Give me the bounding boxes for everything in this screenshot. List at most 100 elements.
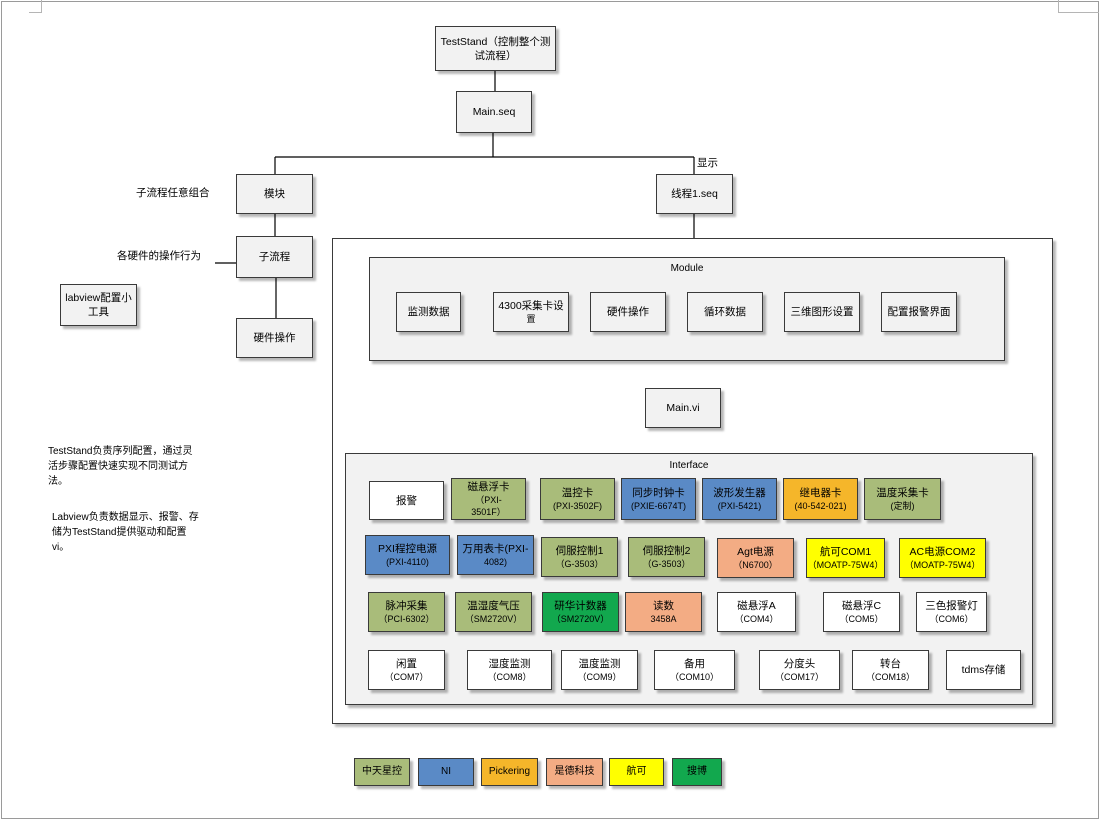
note-line: vi。	[52, 542, 70, 553]
display-label: 显示	[697, 157, 718, 169]
interface-item: 伺服控制1 （G-3503）	[541, 537, 618, 577]
interface-item-line1: 温湿度气压	[467, 600, 520, 612]
module-item: 循环数据	[687, 292, 763, 332]
hardware-op-label: 硬件操作	[253, 332, 296, 344]
legend-label: 航可	[626, 766, 647, 777]
thread-seq-label: 线程1.seq	[671, 188, 718, 200]
interface-item-line2: （COM6）	[929, 614, 974, 624]
module-item: 配置报警界面	[881, 292, 957, 332]
module-item-line1: 循环数据	[704, 306, 746, 318]
interface-item-line2: (PXI-3502F)	[552, 501, 603, 511]
module-panel-title: Module	[670, 263, 704, 274]
interface-item-line1: 温度监测	[578, 658, 621, 670]
note-line: 法。	[48, 476, 68, 487]
labview-tool-line1: labview配置小	[65, 292, 132, 304]
interface-item-line2: （COM17）	[774, 672, 824, 682]
module-item-line1: 配置报警界面	[887, 306, 951, 318]
main-vi-node: Main.vi	[645, 388, 721, 428]
interface-item-line1: 磁悬浮C	[841, 600, 882, 612]
interface-item-line2: （COM7）	[384, 672, 429, 682]
labview-tool-line2: 工具	[88, 306, 109, 318]
interface-item-line2: （COM9）	[577, 672, 622, 682]
module-item-line2: 置	[526, 314, 536, 324]
interface-item-line1: 闲置	[396, 658, 417, 670]
page-corner-mark	[29, 0, 42, 13]
interface-item: 闲置 （COM7）	[368, 650, 445, 690]
note-line: 储为TestStand提供驱动和配置	[52, 527, 187, 538]
interface-item: 脉冲采集 （PCI-6302）	[368, 592, 445, 632]
interface-item-line2: （COM5）	[839, 614, 884, 624]
interface-item-line1: 三色报警灯	[925, 600, 978, 612]
interface-item: 万用表卡(PXI-4082)	[457, 535, 534, 575]
teststand-line2: 试流程）	[474, 49, 517, 62]
interface-item-line2: （PCI-6302）	[378, 614, 435, 624]
interface-item-line2: 3458A	[650, 614, 677, 624]
interface-item: 温控卡 (PXI-3502F)	[540, 478, 615, 520]
legend-item: 是德科技	[546, 758, 603, 786]
interface-panel-title: Interface	[669, 460, 709, 471]
interface-item: tdms存储	[946, 650, 1021, 690]
interface-item-line1: 磁悬浮A	[737, 600, 776, 612]
subflow-label: 子流程	[258, 251, 291, 263]
interface-item: 湿度监测（COM8）	[467, 650, 552, 690]
labview-tool-node: labview配置小 工具	[60, 284, 137, 326]
interface-item-line2: (PXI-4110)	[386, 557, 429, 567]
page-corner-mark	[1058, 0, 1099, 13]
main-vi-label: Main.vi	[666, 402, 700, 414]
teststand-node: TestStand（控制整个测 试流程）	[435, 26, 556, 71]
interface-item-line3: 3501F）	[471, 507, 506, 517]
interface-item-line1: 研华计数器	[554, 600, 607, 612]
legend-label: Pickering	[488, 766, 531, 777]
interface-item-line2: （SM2720V）	[464, 614, 523, 624]
interface-item: 三色报警灯 （COM6）	[916, 592, 987, 632]
interface-item: 同步时钟卡(PXIE-6674T)	[621, 478, 696, 520]
legend-label: 中天星控	[362, 766, 402, 777]
interface-item: 继电器卡(40-542-021)	[783, 478, 858, 520]
interface-item-line1: 伺服控制2	[642, 545, 691, 557]
interface-item-line1: 温控卡	[561, 487, 594, 499]
interface-item-line1: PXI程控电源	[378, 543, 437, 555]
module-item: 硬件操作	[590, 292, 666, 332]
interface-item-line2: （MOATP-75W4）	[807, 560, 884, 570]
interface-item-line2: （COM18）	[865, 672, 915, 682]
interface-item-line2: （PXI-	[475, 495, 502, 505]
module-item: 三维图形设置	[784, 292, 860, 332]
interface-item-line1: 伺服控制1	[555, 545, 604, 557]
interface-item-line2: 4082)	[483, 557, 508, 567]
note-line: Labview负责数据显示、报警、存	[52, 512, 199, 523]
module-item-line1: 硬件操作	[607, 306, 649, 318]
note-line: 活步骤配置快速实现不同测试方	[48, 461, 188, 472]
legend-item: 搜博	[672, 758, 722, 786]
module-label: 模块	[264, 188, 285, 200]
legend-item: Pickering	[481, 758, 538, 786]
interface-item-line2: （G-3503）	[555, 559, 604, 569]
legend-label: 是德科技	[554, 766, 595, 777]
interface-item-line2: （MOATP-75W4）	[904, 560, 981, 570]
labview-note: Labview负责数据显示、报警、存 储为TestStand提供驱动和配置 vi…	[52, 510, 199, 555]
interface-item: 波形发生器(PXI-5421)	[702, 478, 777, 520]
interface-item-line1: 读数	[653, 600, 674, 612]
legend-item: NI	[418, 758, 474, 786]
hardware-op-node: 硬件操作	[236, 318, 313, 358]
subflow-node: 子流程	[236, 236, 313, 278]
interface-item-line2: (PXI-5421)	[717, 501, 762, 511]
interface-item-line2: （SM2720V）	[551, 614, 610, 624]
interface-item-line1: tdms存储	[961, 664, 1006, 676]
legend-label: 搜博	[687, 766, 707, 777]
interface-item-line1: 磁悬浮卡	[467, 481, 510, 493]
interface-item-line1: 脉冲采集	[385, 600, 428, 612]
interface-item: 转台（COM18）	[852, 650, 929, 690]
main-seq-node: Main.seq	[456, 91, 532, 133]
interface-item-line2: （G-3503）	[642, 559, 691, 569]
module-item: 4300采集卡设置	[493, 292, 569, 332]
thread-seq-node: 线程1.seq	[656, 174, 733, 214]
legend-item: 中天星控	[354, 758, 410, 786]
interface-item: 伺服控制2 （G-3503）	[628, 537, 705, 577]
interface-item-line1: Agt电源	[737, 546, 774, 558]
interface-item-line2: （COM8）	[487, 672, 532, 682]
interface-item-line2: (定制)	[890, 501, 915, 511]
interface-item: PXI程控电源 (PXI-4110)	[365, 535, 450, 575]
interface-item-line2: （COM10）	[669, 672, 719, 682]
interface-item: 温湿度气压 （SM2720V）	[455, 592, 532, 632]
interface-item: 研华计数器 （SM2720V）	[542, 592, 619, 632]
